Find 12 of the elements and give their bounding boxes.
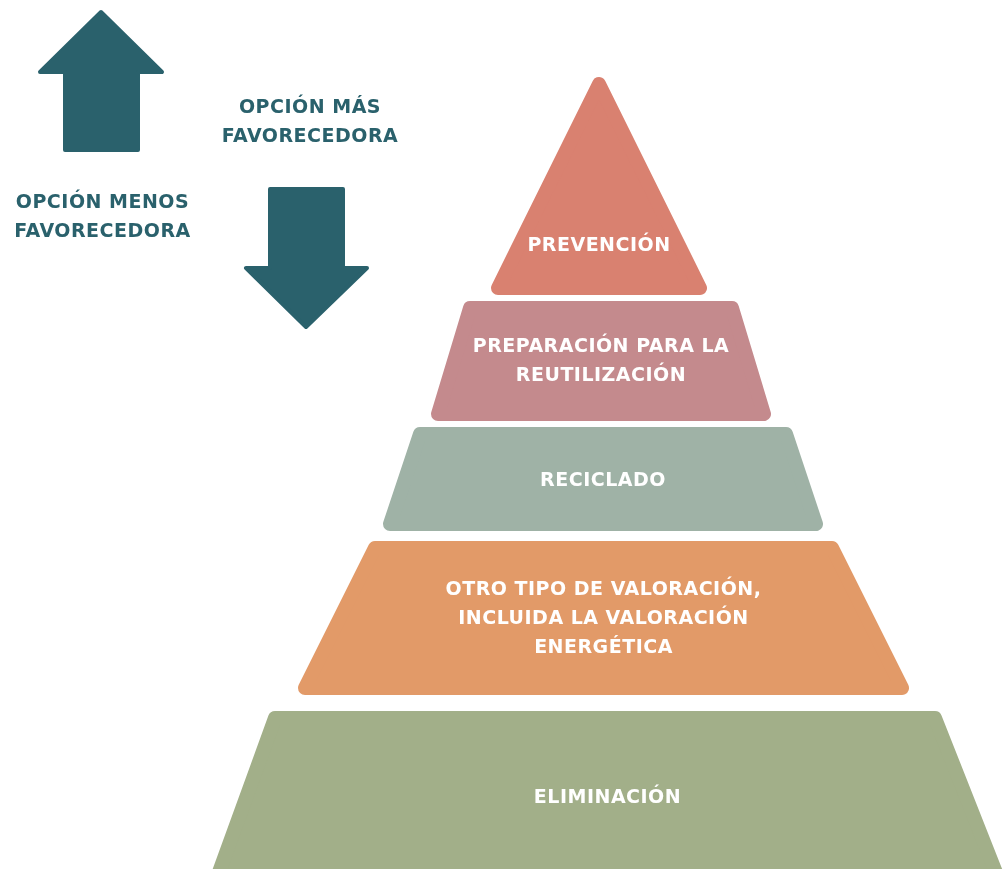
- level-label: PREVENCIÓN: [526, 231, 672, 257]
- pyramid-level: [210, 710, 1005, 869]
- level-label: RECICLADO: [539, 467, 667, 492]
- level-label: ELIMINACIÓN: [532, 783, 683, 809]
- direction-label: OPCIÓN MÁS FAVORECEDORA: [220, 93, 400, 148]
- pyramid-level: [297, 540, 910, 696]
- level-label: OTRO TIPO DE VALORACIÓN, INCLUIDA LA VALORACIÓN ENERGÉTICA: [444, 575, 763, 659]
- pyramid-top: [488, 74, 710, 298]
- direction-label: OPCIÓN MENOS FAVORECEDORA: [13, 188, 192, 243]
- pyramid-level: [430, 300, 772, 422]
- level-label: PREPARACIÓN PARA LA REUTILIZACIÓN: [471, 332, 731, 387]
- pyramid-level: [382, 427, 824, 532]
